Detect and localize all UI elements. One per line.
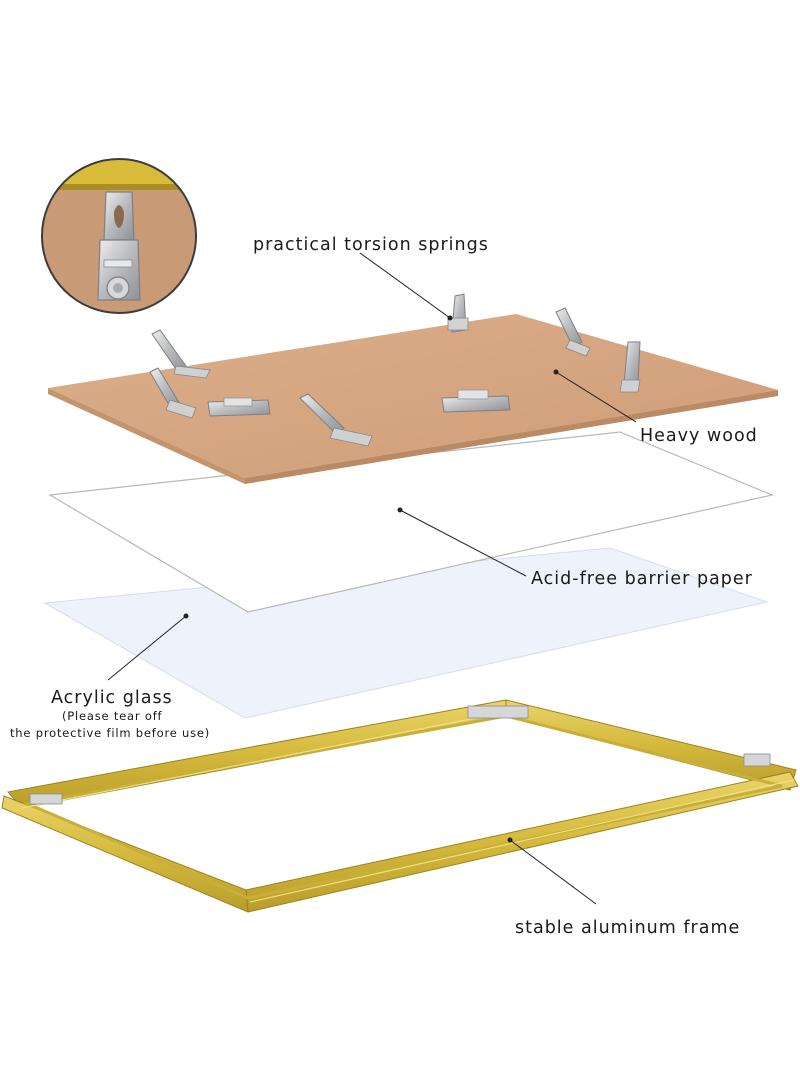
label-acrylic-note-line1: (Please tear off: [62, 709, 163, 723]
callout-lines: [107, 252, 637, 905]
label-acrylic-note-line2: the protective film before use): [10, 726, 210, 740]
corner-bracket-icon: [743, 753, 771, 767]
corner-bracket-icon: [467, 705, 529, 719]
spring-clip-icon: [97, 191, 141, 301]
label-acrylic-glass: Acrylic glass: [51, 688, 173, 708]
label-heavy-wood: Heavy wood: [640, 426, 758, 446]
label-barrier-paper: Acid-free barrier paper: [531, 569, 753, 589]
label-torsion-springs: practical torsion springs: [253, 235, 489, 255]
torsion-spring-icon: [207, 397, 271, 417]
spring-detail-inset: [41, 158, 197, 314]
torsion-spring-icon: [299, 393, 373, 447]
label-aluminum-frame: stable aluminum frame: [515, 918, 740, 938]
wood-backing-board: [48, 314, 778, 484]
torsion-spring-icon: [149, 367, 197, 419]
aluminum-frame: [1, 699, 799, 913]
corner-bracket-icon: [29, 793, 63, 805]
torsion-spring-icon: [151, 329, 211, 379]
torsion-spring-icon: [555, 307, 591, 357]
torsion-spring-icon: [441, 389, 511, 413]
torsion-spring-icon: [619, 341, 641, 393]
torsion-spring-icon: [447, 293, 469, 333]
torsion-springs: [149, 293, 641, 447]
